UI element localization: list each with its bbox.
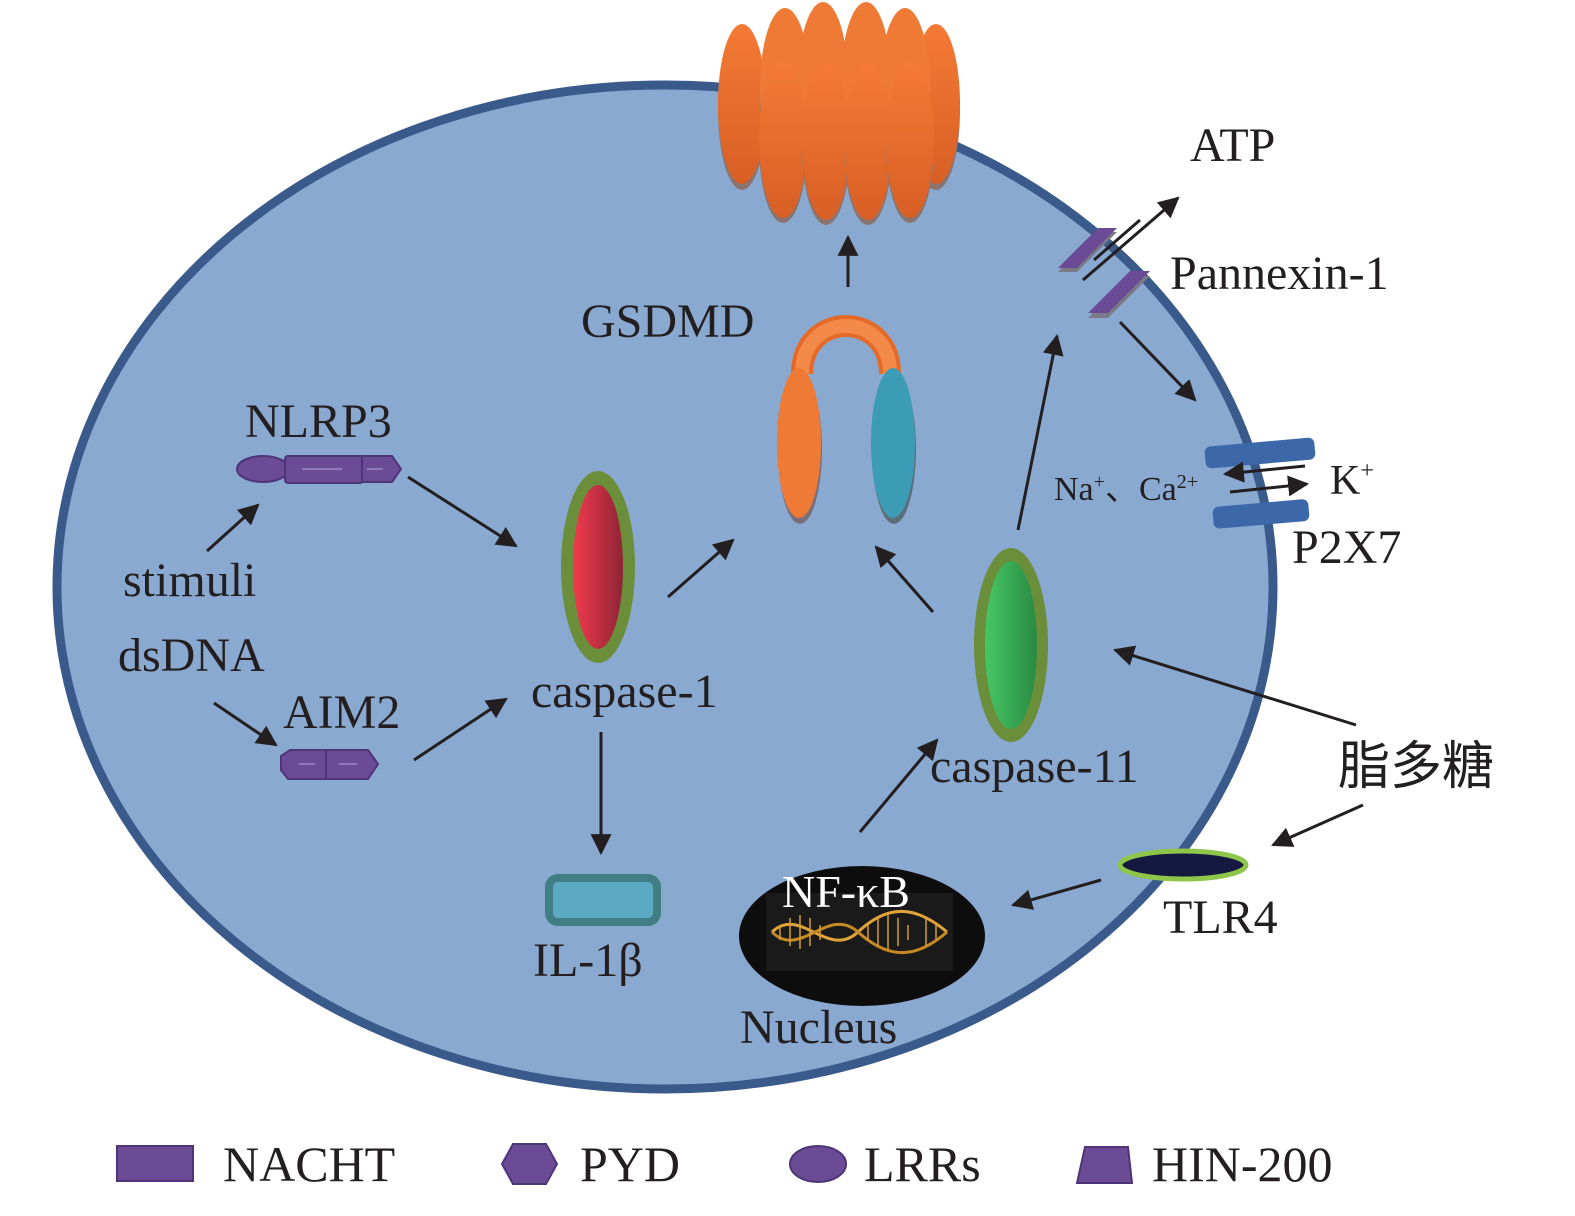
label-stimuli: stimuli (123, 554, 256, 607)
label-pannexin: Pannexin-1 (1170, 247, 1389, 300)
label-k: K+ (1330, 458, 1374, 504)
arrow-lps-tlr4 (1271, 803, 1364, 847)
label-atp: ATP (1190, 119, 1275, 172)
arrow-caspase1-gsdmd (667, 538, 735, 599)
legend: NACHT PYD LRRs HIN-200 (116, 1136, 1333, 1192)
legend-lrrs-label: LRRs (864, 1136, 981, 1192)
legend-lrrs-swatch (789, 1145, 847, 1183)
arrow-ion-influx (1229, 475, 1310, 497)
pannexin-channel (1058, 228, 1150, 318)
label-ions: Na+、Ca2+ (1054, 469, 1198, 509)
caspase-1-protein (561, 471, 635, 663)
arrow-caspase11-pannexin (1016, 333, 1064, 531)
nucleus (739, 866, 985, 1006)
il-1b-protein (545, 874, 661, 926)
label-dsdna: dsDNA (118, 629, 265, 682)
cell-body (52, 80, 1278, 1094)
gsdmd-protein (777, 315, 916, 524)
arrow-pannexin-p2x7 (1118, 320, 1197, 402)
legend-hin200-label: HIN-200 (1152, 1136, 1333, 1192)
tlr4-receptor (1117, 848, 1249, 882)
label-aim2: AIM2 (283, 686, 400, 739)
arrow-stimuli-nlrp3 (205, 503, 260, 553)
label-nucleus: Nucleus (740, 1001, 897, 1054)
legend-nacht-swatch (116, 1145, 194, 1182)
legend-pyd-swatch (500, 1143, 559, 1185)
label-caspase1: caspase-1 (531, 665, 718, 718)
label-lps: 脂多糖 (1338, 737, 1494, 797)
caspase-11-protein (974, 548, 1048, 742)
arrow-lps-caspase11 (1112, 645, 1357, 727)
p2x7-channel (1204, 437, 1316, 529)
pathway-arrows (205, 196, 1364, 910)
label-caspase11: caspase-11 (930, 740, 1139, 793)
arrow-aim2-caspase1 (413, 697, 508, 762)
label-il1b: IL-1β (533, 934, 643, 987)
legend-nacht-label: NACHT (223, 1136, 395, 1192)
nlrp3-protein (236, 455, 403, 484)
aim2-protein (280, 749, 380, 780)
arrow-k-efflux (1222, 461, 1306, 483)
legend-pyd-label: PYD (580, 1136, 680, 1192)
arrow-pannexin-atp-1 (1082, 196, 1180, 282)
arrow-nucleus-caspase11 (858, 738, 939, 833)
label-tlr4: TLR4 (1163, 891, 1278, 944)
arrow-nlrp3-caspase1 (407, 475, 518, 548)
legend-hin200-swatch (1075, 1146, 1134, 1184)
arrow-pannexin-atp-2 (1093, 218, 1141, 262)
arrow-caspase11-gsdmd (874, 545, 935, 613)
arrow-tlr4-nucleus (1010, 878, 1102, 910)
arrow-dsdna-aim2 (213, 701, 278, 747)
label-p2x7: P2X7 (1292, 521, 1401, 574)
label-nlrp3: NLRP3 (245, 395, 392, 448)
label-nfkb: NF-κB (782, 866, 910, 917)
label-gsdmd: GSDMD (581, 295, 754, 348)
gsdmd-pore (718, 2, 960, 225)
